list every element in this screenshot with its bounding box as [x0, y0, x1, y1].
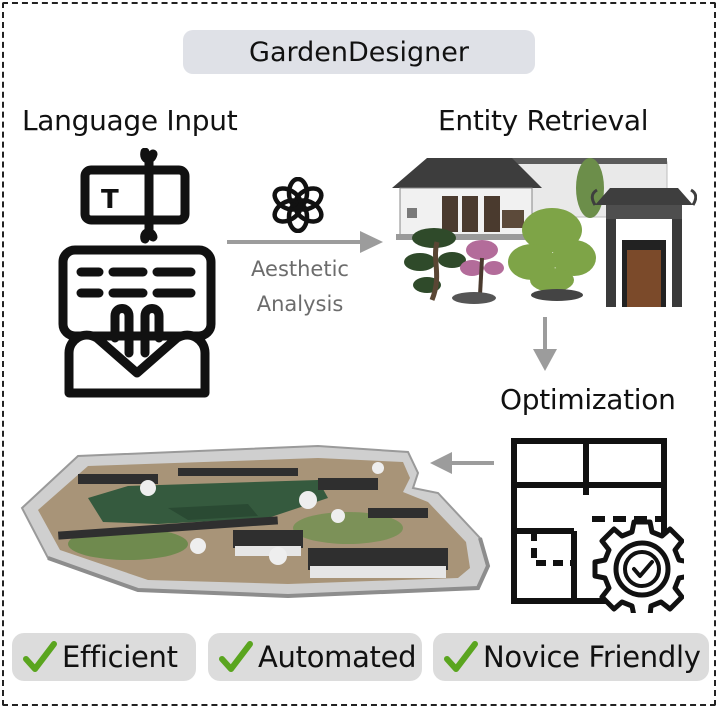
checkmark-icon [219, 641, 253, 672]
aesthetic-analysis-line1: Aesthetic [251, 257, 349, 281]
arrow-down-icon [533, 317, 557, 371]
step-optimization: Optimization [500, 383, 676, 416]
openai-logo-icon [272, 177, 324, 233]
aesthetic-analysis-label: Aesthetic Analysis [230, 252, 370, 322]
badge-novice-friendly: Novice Friendly [433, 633, 709, 681]
checkmark-icon [444, 641, 478, 672]
floorplan-optimization-icon [511, 438, 684, 613]
badge-efficient: Efficient [12, 633, 196, 681]
step-entity-retrieval: Entity Retrieval [438, 104, 649, 137]
arrow-left-icon [430, 452, 494, 474]
robot-keyboard-icon: T [58, 148, 216, 398]
badge-label: Efficient [62, 640, 178, 674]
garden-entities-image [392, 158, 697, 307]
checkmark-icon [23, 641, 57, 672]
step-language-input: Language Input [22, 104, 238, 137]
gear-check-icon [592, 519, 684, 613]
arrow-right-icon [227, 231, 383, 253]
badge-automated: Automated [208, 633, 422, 681]
page-title: GardenDesigner [249, 36, 469, 68]
garden-3d-render [20, 444, 491, 599]
title-pill: GardenDesigner [183, 30, 535, 74]
badge-label: Automated [258, 640, 417, 674]
svg-text:T: T [101, 185, 119, 215]
badge-label: Novice Friendly [483, 640, 701, 674]
aesthetic-analysis-line2: Analysis [256, 292, 344, 316]
